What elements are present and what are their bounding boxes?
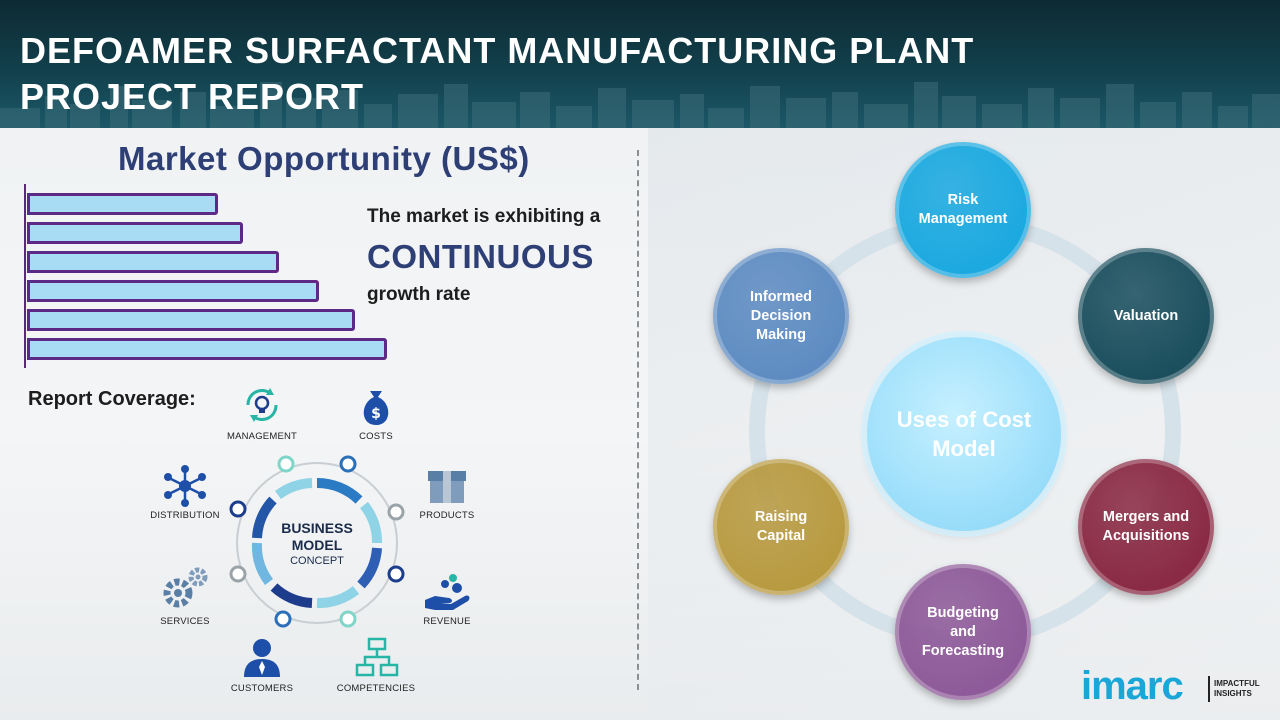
gears-icon bbox=[163, 567, 208, 608]
coverage-label-distribution: DISTRIBUTION bbox=[150, 510, 220, 521]
logo-tag-line1: IMPACTFUL bbox=[1214, 679, 1260, 688]
node-label: Risk Management bbox=[918, 192, 1008, 227]
user-icon bbox=[244, 639, 280, 677]
hand-coins-icon bbox=[425, 574, 470, 610]
node-valuation: Valuation bbox=[1078, 248, 1214, 384]
bar-1 bbox=[27, 193, 218, 215]
report-coverage-title: Report Coverage: bbox=[28, 388, 196, 410]
market-text-line3: growth rate bbox=[367, 284, 471, 305]
bmc-line2: MODEL bbox=[291, 537, 343, 553]
node-raising-capital: Raising Capital bbox=[713, 459, 849, 595]
logo-tag-line2: INSIGHTS bbox=[1214, 689, 1252, 698]
market-text-highlight: CONTINUOUS bbox=[367, 238, 594, 275]
node-label: Mergers and Acquisitions bbox=[1102, 509, 1190, 544]
bar-2 bbox=[27, 222, 243, 244]
bar-chart-axis bbox=[24, 184, 26, 368]
bar-3 bbox=[27, 251, 279, 273]
coverage-label-products: PRODUCTS bbox=[419, 510, 475, 521]
section-divider bbox=[637, 150, 639, 690]
coverage-label-competencies: COMPETENCIES bbox=[336, 683, 416, 694]
node-informed-decision-making: Informed Decision Making bbox=[713, 248, 849, 384]
box-icon bbox=[428, 471, 466, 503]
svg-text:$: $ bbox=[371, 406, 381, 422]
node-label: Raising Capital bbox=[754, 509, 808, 544]
business-model-wheel bbox=[229, 455, 405, 628]
node-mergers-acquisitions: Mergers and Acquisitions bbox=[1078, 459, 1214, 595]
node-label: Budgeting and Forecasting bbox=[921, 604, 1005, 659]
bar-6 bbox=[27, 338, 387, 360]
bar-5 bbox=[27, 309, 355, 331]
market-text-line1: The market is exhibiting a bbox=[367, 206, 601, 227]
bmc-line3: CONCEPT bbox=[290, 555, 344, 567]
coverage-label-management: MANAGEMENT bbox=[226, 431, 298, 442]
logo-tagline: IMPACTFUL INSIGHTS bbox=[1214, 679, 1274, 699]
page-title: DEFOAMER SURFACTANT MANUFACTURING PLANT … bbox=[20, 30, 975, 117]
city-skyline-graphic bbox=[0, 82, 1280, 128]
market-opportunity-title: Market Opportunity (US$) bbox=[118, 140, 530, 177]
uses-center-hub: Uses of Cost Model bbox=[867, 337, 1061, 531]
coverage-label-costs: COSTS bbox=[359, 431, 393, 442]
coverage-label-revenue: REVENUE bbox=[423, 616, 471, 627]
lightbulb-cycle-icon bbox=[246, 388, 278, 422]
logo-divider bbox=[1208, 676, 1210, 702]
coverage-label-customers: CUSTOMERS bbox=[230, 683, 294, 694]
coverage-label-services: SERVICES bbox=[160, 616, 210, 627]
business-model-center-text: BUSINESS MODEL CONCEPT bbox=[262, 520, 372, 568]
org-chart-icon bbox=[355, 637, 399, 677]
money-bag-icon: $ bbox=[363, 391, 389, 425]
node-label: Valuation bbox=[1113, 307, 1179, 324]
bar-4 bbox=[27, 280, 319, 302]
uses-center-label: Uses of Cost Model bbox=[896, 407, 1032, 461]
imarc-logo: imarc bbox=[1081, 664, 1184, 708]
header-banner: DEFOAMER SURFACTANT MANUFACTURING PLANT … bbox=[0, 0, 1280, 128]
network-icon bbox=[164, 465, 206, 507]
bmc-line1: BUSINESS bbox=[281, 520, 353, 536]
node-label: Informed Decision Making bbox=[749, 288, 813, 343]
node-risk-management: Risk Management bbox=[895, 142, 1031, 278]
node-budgeting-forecasting: Budgeting and Forecasting bbox=[895, 564, 1031, 700]
